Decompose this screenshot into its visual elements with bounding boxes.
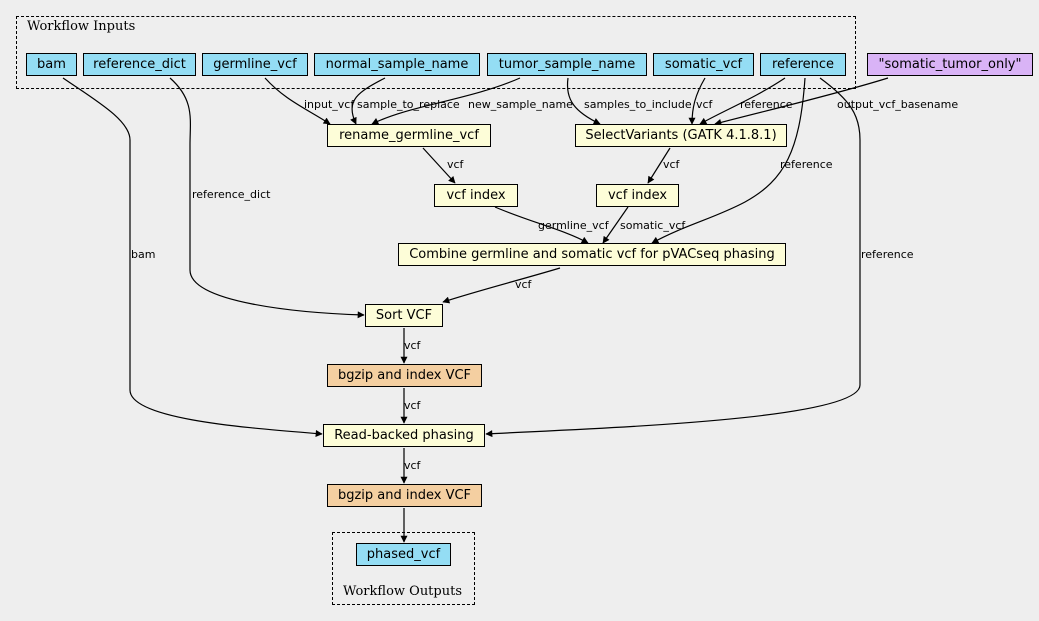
edge-label-vcf-combine: vcf xyxy=(515,278,532,291)
input-normal-sample-name[interactable]: normal_sample_name xyxy=(314,53,480,76)
step-bgzip-index-2[interactable]: bgzip and index VCF xyxy=(327,484,482,507)
edge-rename-to-index xyxy=(422,147,456,184)
step-sort-vcf[interactable]: Sort VCF xyxy=(365,304,443,327)
edge-germline-to-rename xyxy=(264,77,331,125)
input-somatic-vcf[interactable]: somatic_vcf xyxy=(653,53,754,76)
step-bgzip-index-1[interactable]: bgzip and index VCF xyxy=(327,364,482,387)
edge-label-output-vcf-basename: output_vcf_basename xyxy=(837,98,959,111)
edge-index1-to-combine xyxy=(494,206,589,244)
edge-reference-to-combine xyxy=(651,77,806,244)
output-phased-vcf[interactable]: phased_vcf xyxy=(356,543,451,566)
input-germline-vcf[interactable]: germline_vcf xyxy=(202,53,308,76)
edge-label-vcf-phasing: vcf xyxy=(404,459,421,472)
workflow-inputs-title: Workflow Inputs xyxy=(27,19,136,34)
edge-label-vcf-bgzip1: vcf xyxy=(404,399,421,412)
edge-somatic-to-select xyxy=(688,77,706,125)
edge-reference-to-phasing xyxy=(485,77,861,438)
edge-tumor-to-rename xyxy=(371,77,521,125)
step-vcf-index-germline[interactable]: vcf index xyxy=(434,184,518,207)
edge-label-new-sample-name: new_sample_name xyxy=(468,98,573,111)
edge-reference-to-select xyxy=(699,77,786,125)
edge-bam-to-phasing xyxy=(62,77,323,437)
edge-refdict-to-sort xyxy=(169,77,365,319)
edge-label-bam: bam xyxy=(131,248,156,261)
edge-label-somatic-vcf: somatic_vcf xyxy=(620,219,686,232)
step-read-backed-phasing[interactable]: Read-backed phasing xyxy=(323,424,485,447)
edge-select-to-index xyxy=(647,147,671,184)
edge-label-input-vcf: input_vcf xyxy=(304,98,355,111)
input-reference-dict[interactable]: reference_dict xyxy=(83,53,196,76)
workflow-inputs-cluster xyxy=(16,16,856,89)
edge-label-vcf-sort: vcf xyxy=(404,339,421,352)
workflow-outputs-cluster xyxy=(332,532,475,605)
edge-combine-to-sort xyxy=(442,267,561,304)
constant-somatic-tumor-only[interactable]: "somatic_tumor_only" xyxy=(867,53,1033,76)
edge-label-vcf-select: vcf xyxy=(696,98,713,111)
edge-label-sample-to-replace: sample_to_replace xyxy=(357,98,460,111)
edge-constant-to-select xyxy=(714,77,889,126)
edge-index2-to-combine xyxy=(602,206,629,244)
edge-label-reference-dict: reference_dict xyxy=(192,188,271,201)
edge-label-vcf-rename: vcf xyxy=(447,158,464,171)
edge-label-vcf-select-out: vcf xyxy=(663,158,680,171)
edge-label-reference-combine: reference xyxy=(780,158,833,171)
edge-normal-to-rename xyxy=(350,77,386,125)
edge-label-reference-phasing: reference xyxy=(861,248,914,261)
input-reference[interactable]: reference xyxy=(760,53,846,76)
step-combine-vcf[interactable]: Combine germline and somatic vcf for pVA… xyxy=(398,243,786,266)
input-tumor-sample-name[interactable]: tumor_sample_name xyxy=(487,53,647,76)
step-select-variants[interactable]: SelectVariants (GATK 4.1.8.1) xyxy=(575,124,787,147)
input-bam[interactable]: bam xyxy=(26,53,77,76)
step-rename-germline-vcf[interactable]: rename_germline_vcf xyxy=(327,124,491,147)
edge-label-samples-to-include: samples_to_include xyxy=(584,98,692,111)
edge-label-reference-select: reference xyxy=(740,98,793,111)
edge-label-germline-vcf: germline_vcf xyxy=(538,219,609,232)
step-vcf-index-somatic[interactable]: vcf index xyxy=(596,184,679,207)
edge-tumor-to-select xyxy=(566,77,601,125)
workflow-outputs-title: Workflow Outputs xyxy=(343,584,462,599)
